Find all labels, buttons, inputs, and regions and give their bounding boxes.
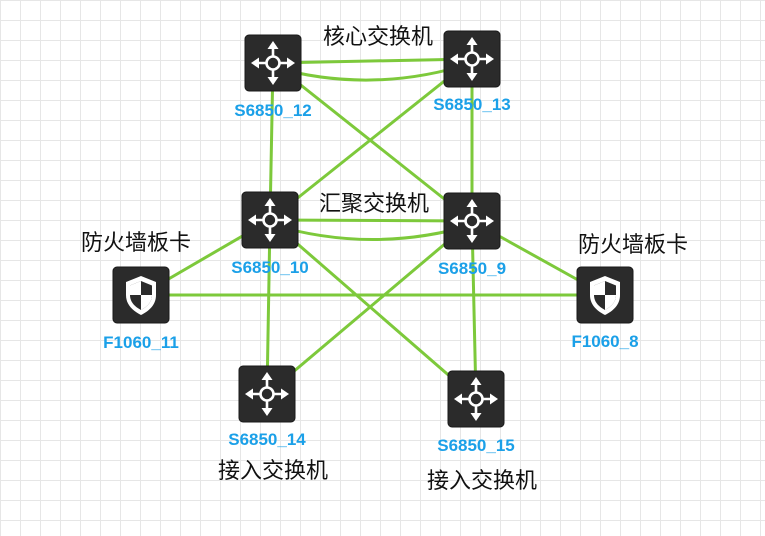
device-label: S6850_9 <box>438 259 506 278</box>
link-s12-s13-curved <box>271 61 474 82</box>
device-f1060-8[interactable] <box>576 266 634 324</box>
link-s10-s15 <box>268 218 478 401</box>
group-labels: 核心交换机 汇聚交换机 防火墙板卡 防火墙板卡 接入交换机 接入交换机 <box>81 25 688 494</box>
device-label: F1060_11 <box>103 333 179 352</box>
switch-icon <box>248 198 292 242</box>
device-s6850-15[interactable] <box>447 370 505 428</box>
device-label: S6850_10 <box>231 258 309 277</box>
link-s10-s9-curved <box>268 222 474 241</box>
link-s9-s15 <box>470 219 478 401</box>
device-body <box>244 34 302 92</box>
firewall-shield-icon <box>126 276 156 315</box>
switch-icon <box>454 377 498 421</box>
link-s9-s14 <box>265 219 474 396</box>
device-label: S6850_15 <box>437 436 515 455</box>
group-label-firewall-left: 防火墙板卡 <box>81 231 191 256</box>
device-s6850-9[interactable] <box>443 192 501 250</box>
group-label-access-right: 接入交换机 <box>427 469 537 494</box>
device-s6850-14[interactable] <box>238 365 296 423</box>
switch-icon <box>450 37 494 81</box>
device-s6850-13[interactable] <box>443 30 501 88</box>
switch-icon <box>245 372 289 416</box>
device-body <box>238 365 296 423</box>
switch-icon <box>251 41 295 85</box>
device-label: S6850_12 <box>234 101 312 120</box>
device-f1060-11[interactable] <box>112 266 170 324</box>
group-label-core: 核心交换机 <box>323 25 433 50</box>
device-s6850-12[interactable] <box>244 34 302 92</box>
device-label: S6850_13 <box>433 95 511 114</box>
links-layer <box>139 57 607 401</box>
device-s6850-10[interactable] <box>241 191 299 249</box>
device-body <box>443 192 501 250</box>
link-s12-s13 <box>271 57 474 65</box>
device-label: S6850_14 <box>228 430 306 449</box>
group-label-firewall-right: 防火墙板卡 <box>578 233 688 258</box>
device-label: F1060_8 <box>571 332 638 351</box>
group-label-access-left: 接入交换机 <box>218 459 328 484</box>
switch-icon <box>450 199 494 243</box>
link-s13-s10 <box>268 57 474 222</box>
firewall-shield-icon <box>590 276 620 315</box>
devices-layer: S6850_12 S6850_13 S6850_10 S6850_9 F1060… <box>103 30 639 455</box>
device-body <box>241 191 299 249</box>
group-label-aggregation: 汇聚交换机 <box>319 192 429 217</box>
link-s10-s14 <box>265 218 272 396</box>
link-s12-s9 <box>271 61 474 223</box>
device-body <box>443 30 501 88</box>
link-s10-s9 <box>268 218 474 223</box>
device-body <box>447 370 505 428</box>
